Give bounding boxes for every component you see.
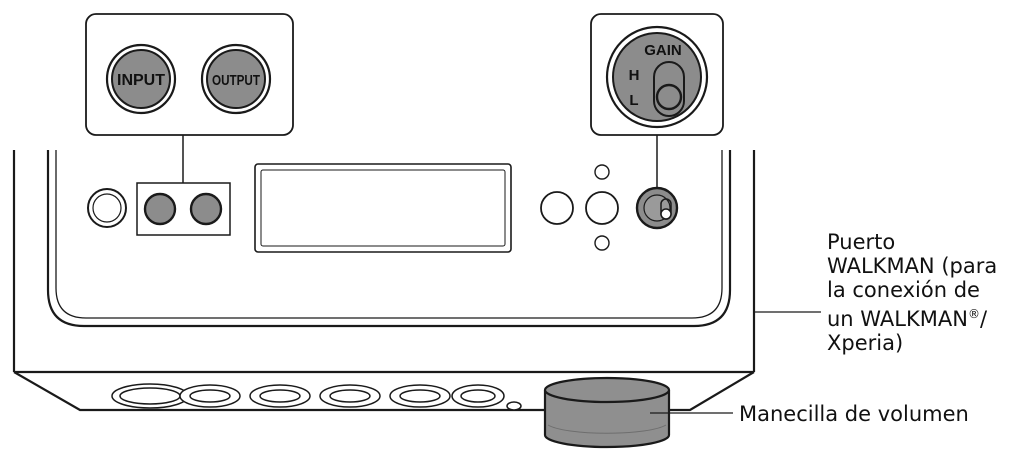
front-panel-frame bbox=[46, 150, 732, 328]
gain-high-label: H bbox=[629, 67, 640, 84]
gain-title: GAIN bbox=[644, 42, 682, 59]
walkman-port-line-2: WALKMAN (para bbox=[827, 254, 998, 278]
front-panel-frame-inner bbox=[55, 150, 723, 319]
headphone-jack bbox=[87, 188, 127, 228]
output-button-small bbox=[189, 192, 223, 226]
menu-button bbox=[540, 191, 574, 225]
walkman-port-line-4-prefix: un WALKMAN bbox=[827, 307, 968, 331]
volume-knob-label: Manecilla de volumen bbox=[739, 402, 969, 426]
walkman-port-line-5: Xperia) bbox=[827, 331, 904, 355]
volume-knob bbox=[543, 376, 671, 449]
device-body-outline bbox=[12, 150, 756, 372]
walkman-port-label: Puerto WALKMAN (para la conexión de un W… bbox=[827, 230, 997, 355]
input-label: INPUT bbox=[117, 72, 165, 89]
input-button-small bbox=[143, 192, 177, 226]
up-indicator bbox=[594, 164, 610, 180]
walkman-port-line-4: un WALKMAN®/ bbox=[827, 302, 997, 331]
gain-switch-small bbox=[635, 186, 679, 230]
center-button bbox=[585, 191, 619, 225]
gain-low-label: L bbox=[629, 92, 638, 109]
zoom-input-button: INPUT bbox=[105, 43, 177, 115]
gain-switch-lever bbox=[655, 83, 683, 111]
rear-ports bbox=[111, 383, 522, 411]
zoom-gain-switch: GAIN H L bbox=[605, 25, 709, 129]
output-label: OUTPUT bbox=[212, 72, 260, 89]
walkman-port-line-1: Puerto bbox=[827, 230, 896, 254]
control-buttons bbox=[540, 164, 619, 251]
walkman-port-line-3: la conexión de bbox=[827, 278, 980, 302]
display-screen bbox=[254, 163, 512, 253]
down-indicator bbox=[594, 235, 610, 251]
registered-mark: ® bbox=[967, 307, 980, 321]
walkman-port-line-4-suffix: / bbox=[979, 307, 988, 331]
zoom-output-button: OUTPUT bbox=[200, 43, 272, 115]
